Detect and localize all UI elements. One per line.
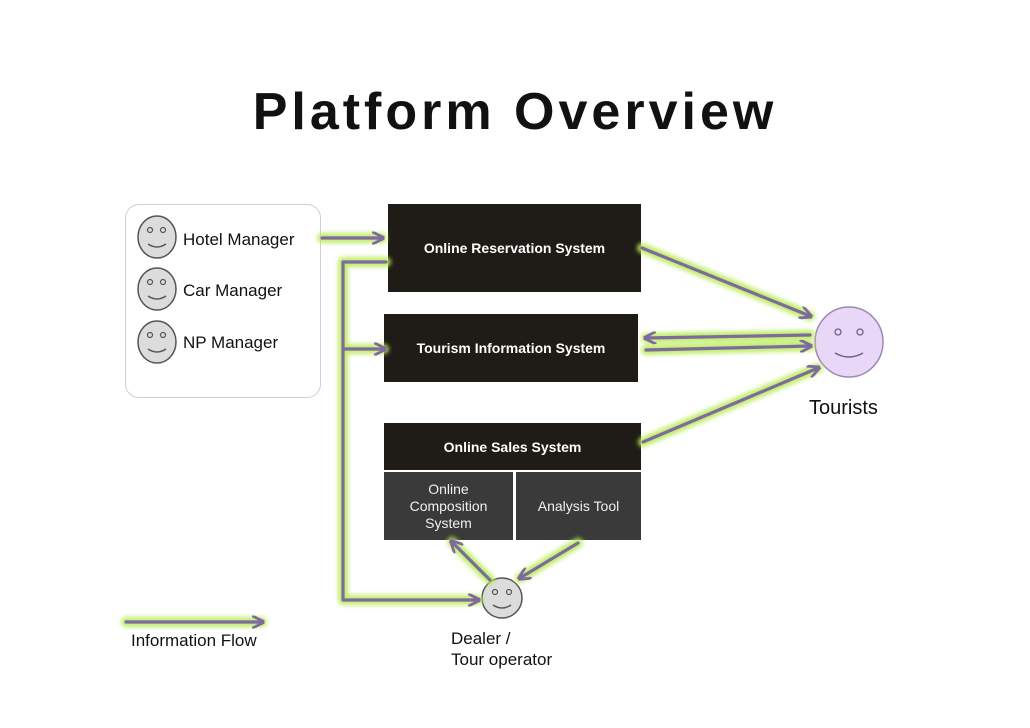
reservation-to-dealer-arrow (341, 260, 478, 600)
analysis-tool-box: Analysis Tool (516, 472, 641, 540)
sales-to-tourists-arrow (641, 368, 818, 444)
hotel-manager-label: Hotel Manager (183, 230, 295, 249)
tourists-to-tourism-info-arrow (646, 335, 812, 338)
analysis-tool-label: Analysis Tool (537, 497, 620, 514)
composition-line-2: Composition (409, 497, 488, 514)
dealer-to-composition-arrow (452, 542, 492, 582)
information-flow-legend-label: Information Flow (131, 631, 257, 650)
tourists-face-icon (814, 306, 884, 378)
car-manager-face-icon (137, 267, 177, 311)
online-reservation-system-box: Online Reservation System (388, 204, 641, 292)
composition-line-3: System (425, 514, 472, 531)
page-title: Platform Overview (252, 83, 778, 141)
hotel-manager-face-icon (137, 215, 177, 259)
dealer-label-line-1: Dealer / (451, 629, 511, 648)
dealer-label-line-2: Tour operator (451, 650, 553, 669)
tourism-information-system-label: Tourism Information System (416, 340, 606, 356)
reservation-to-tourists-arrow (640, 246, 810, 316)
tourism-info-to-tourists-arrow (644, 346, 810, 350)
online-sales-system-label: Online Sales System (443, 438, 582, 455)
online-sales-system-box: Online Sales System (384, 423, 641, 470)
online-reservation-system-label: Online Reservation System (423, 240, 606, 256)
tourists-label: Tourists (809, 397, 878, 419)
np-manager-face-icon (137, 320, 177, 364)
analysis-to-dealer-arrow (520, 541, 580, 578)
composition-line-1: Online (428, 480, 469, 497)
tourism-information-system-box: Tourism Information System (384, 314, 638, 382)
online-composition-system-box: Online Composition System (384, 472, 513, 540)
np-manager-label: NP Manager (183, 333, 279, 352)
car-manager-label: Car Manager (183, 281, 283, 300)
